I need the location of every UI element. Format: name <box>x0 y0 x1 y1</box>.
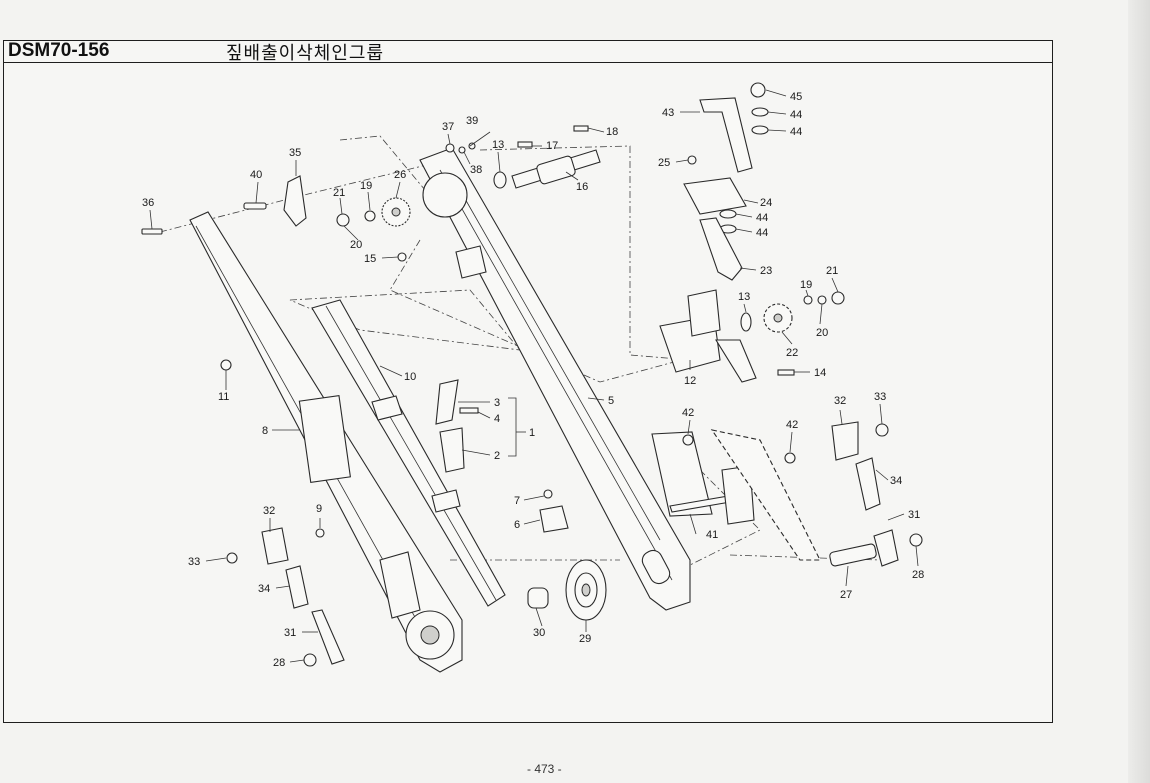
model-code: DSM70-156 <box>8 40 110 61</box>
callout-2: 2 <box>494 450 500 462</box>
lower-right-assembly <box>651 421 923 567</box>
page-number: - 473 - <box>527 762 562 776</box>
callout-32: 32 <box>263 505 275 517</box>
callout-13: 13 <box>738 291 750 303</box>
callout-22: 22 <box>786 347 798 359</box>
callout-44: 44 <box>756 227 768 239</box>
callout-33: 33 <box>188 556 200 568</box>
callout-31: 31 <box>908 509 920 521</box>
callout-41: 41 <box>706 529 718 541</box>
callout-42: 42 <box>682 407 694 419</box>
callout-36: 36 <box>142 197 154 209</box>
callout-12: 12 <box>684 375 696 387</box>
callout-7: 7 <box>514 495 520 507</box>
callout-40: 40 <box>250 169 262 181</box>
callout-19: 19 <box>360 180 372 192</box>
callout-19: 19 <box>800 279 812 291</box>
callout-44: 44 <box>756 212 768 224</box>
lower-left-parts <box>220 359 345 667</box>
callout-44: 44 <box>790 109 802 121</box>
callout-42: 42 <box>786 419 798 431</box>
callout-30: 30 <box>533 627 545 639</box>
callout-25: 25 <box>658 157 670 169</box>
callout-14: 14 <box>814 367 826 379</box>
right-frame-plate <box>419 147 691 611</box>
callout-35: 35 <box>289 147 301 159</box>
callout-34: 34 <box>258 583 270 595</box>
callout-9: 9 <box>316 503 322 515</box>
leader-lines <box>149 89 919 663</box>
callout-26: 26 <box>394 169 406 181</box>
callout-39: 39 <box>466 115 478 127</box>
callout-37: 37 <box>442 121 454 133</box>
link-assembly <box>435 379 569 533</box>
callout-33: 33 <box>874 391 886 403</box>
callout-28: 28 <box>912 569 924 581</box>
callout-8: 8 <box>262 425 268 437</box>
callout-1: 1 <box>529 427 535 439</box>
callout-13: 13 <box>492 139 504 151</box>
callout-24: 24 <box>760 197 772 209</box>
callout-21: 21 <box>826 265 838 277</box>
callout-18: 18 <box>606 126 618 138</box>
callout-21: 21 <box>333 187 345 199</box>
callout-16: 16 <box>576 181 588 193</box>
pulley-group <box>527 559 607 621</box>
sheet-header: DSM70-156 짚배출이삭체인그룹 <box>4 40 1052 64</box>
callout-17: 17 <box>546 140 558 152</box>
callout-23: 23 <box>760 265 772 277</box>
callout-44: 44 <box>790 126 802 138</box>
group-title: 짚배출이삭체인그룹 <box>226 43 385 64</box>
callout-43: 43 <box>662 107 674 119</box>
callout-15: 15 <box>364 253 376 265</box>
callout-34: 34 <box>890 475 902 487</box>
callout-27: 27 <box>840 589 852 601</box>
middle-rail <box>311 299 506 607</box>
callout-4: 4 <box>494 413 500 425</box>
callout-3: 3 <box>494 397 500 409</box>
callout-10: 10 <box>404 371 416 383</box>
callout-20: 20 <box>816 327 828 339</box>
callout-32: 32 <box>834 395 846 407</box>
left-frame-plate <box>189 211 463 673</box>
upper-shaft-assembly <box>493 125 601 189</box>
callout-38: 38 <box>470 164 482 176</box>
callout-29: 29 <box>579 633 591 645</box>
callout-45: 45 <box>790 91 802 103</box>
callout-5: 5 <box>608 395 614 407</box>
callout-11: 11 <box>218 391 229 403</box>
callout-labels: 45 44 44 43 25 24 44 44 23 21 19 13 20 2… <box>142 91 924 669</box>
parts-sheet-frame: DSM70-156 짚배출이삭체인그룹 <box>3 40 1053 723</box>
callout-31: 31 <box>284 627 296 639</box>
callout-28: 28 <box>273 657 285 669</box>
callout-6: 6 <box>514 519 520 531</box>
scan-page-edge <box>1128 0 1150 783</box>
callout-20: 20 <box>350 239 362 251</box>
